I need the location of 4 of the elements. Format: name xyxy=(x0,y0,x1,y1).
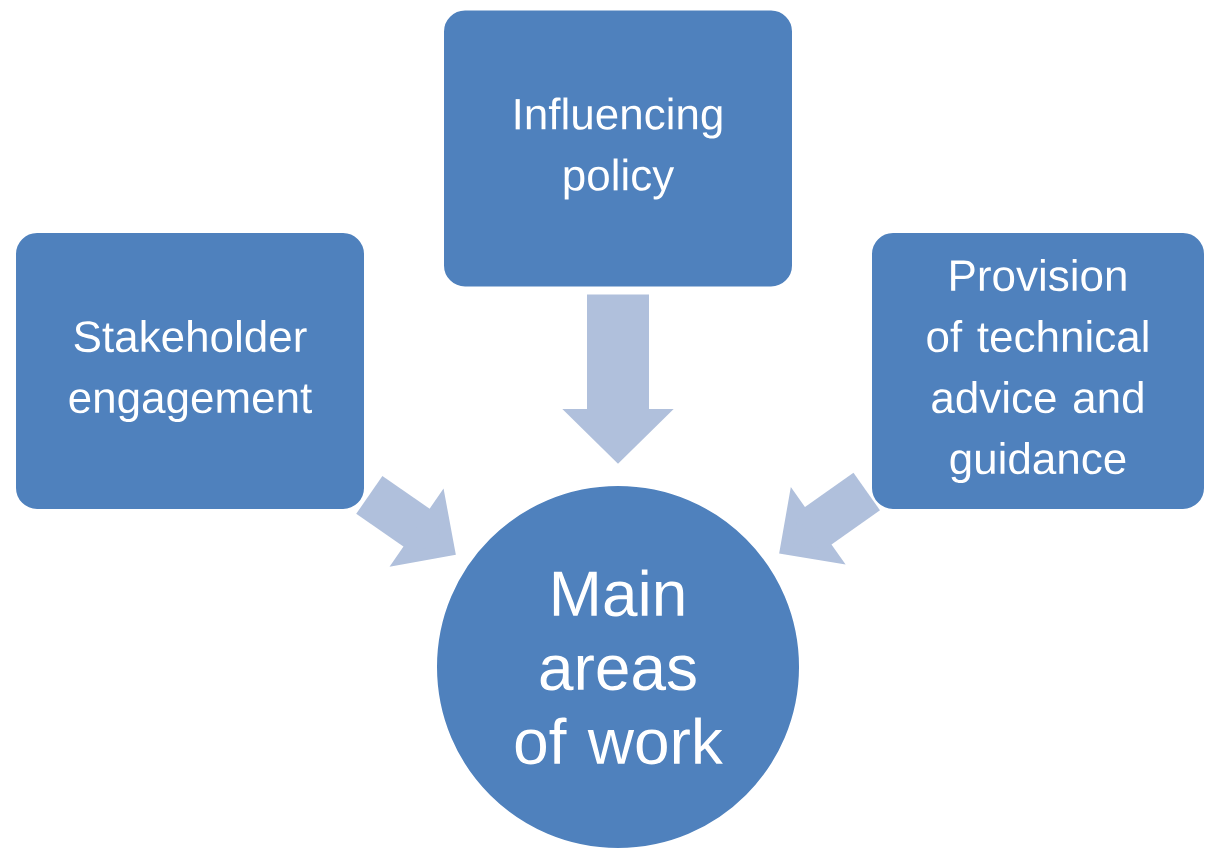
process-box: Influencing policy xyxy=(442,8,794,289)
circle-node: Main areas of work xyxy=(435,484,801,850)
process-box: Stakeholder engagement xyxy=(14,231,366,511)
process-box: Provision of technical advice and guidance xyxy=(870,231,1206,511)
